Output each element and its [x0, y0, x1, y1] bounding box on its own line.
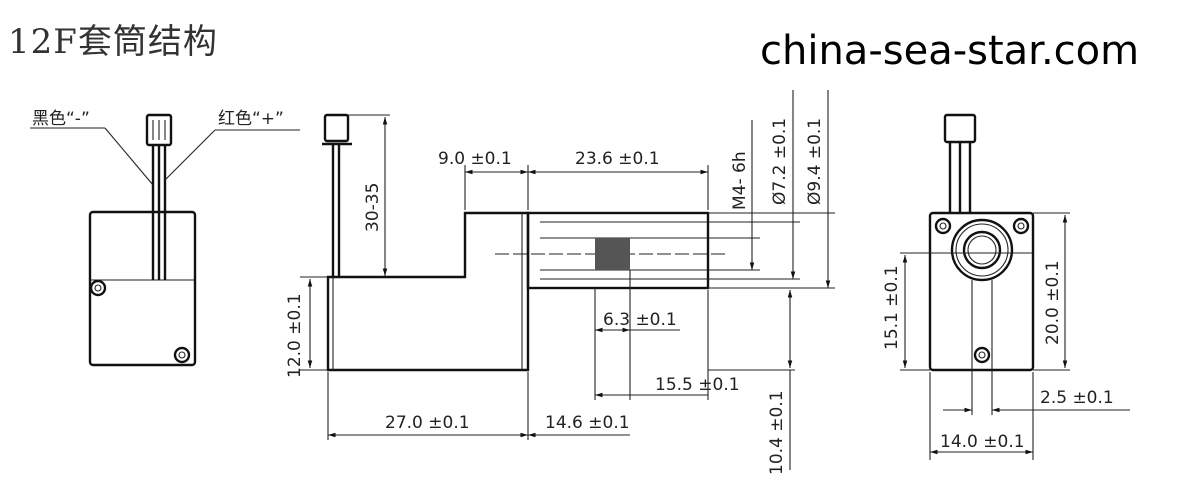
dim-body-length: 27.0 ±0.1	[385, 413, 470, 433]
dim-inner-diameter: Ø7.2 ±0.1	[770, 118, 790, 205]
black-wire-label: 黑色“-”	[32, 109, 90, 129]
end-view: 15.1 ±0.1 20.0 ±0.1 2.5 ±0.1 14.0 ±0.1	[882, 113, 1130, 460]
dim-end-height: 20.0 ±0.1	[1043, 260, 1063, 345]
dim-body-height: 12.0 ±0.1	[285, 293, 305, 378]
dim-sleeve-length: 23.6 ±0.1	[575, 149, 660, 169]
dim-outer-diameter: Ø9.4 ±0.1	[805, 118, 825, 205]
page-title: 12F套筒结构	[8, 22, 218, 62]
dim-front-offset: 14.6 ±0.1	[545, 413, 630, 433]
dimension-lines	[300, 90, 835, 470]
dim-shaft-offset: 15.5 ±0.1	[655, 375, 740, 395]
dim-axis-height: 10.4 ±0.1	[767, 390, 787, 475]
dim-end-width: 14.0 ±0.1	[940, 432, 1025, 452]
red-wire-label: 红色“+”	[218, 109, 284, 129]
dim-end-axis-height: 15.1 ±0.1	[882, 265, 902, 350]
dim-step-width: 9.0 ±0.1	[438, 149, 512, 169]
dim-slot-width: 2.5 ±0.1	[1040, 388, 1114, 408]
side-view-left: 黑色“-” 红色“+”	[30, 109, 300, 367]
dim-lead-length: 30-35	[363, 183, 383, 232]
dim-thread: M4- 6h	[730, 151, 750, 210]
front-view	[322, 113, 725, 400]
dim-thread-length: 6.3 ±0.1	[603, 310, 677, 330]
dimension-texts: 30-35 9.0 ±0.1 23.6 ±0.1 M4- 6h Ø7.2 ±0.…	[285, 118, 825, 475]
watermark: china-sea-star.com	[760, 28, 1140, 74]
